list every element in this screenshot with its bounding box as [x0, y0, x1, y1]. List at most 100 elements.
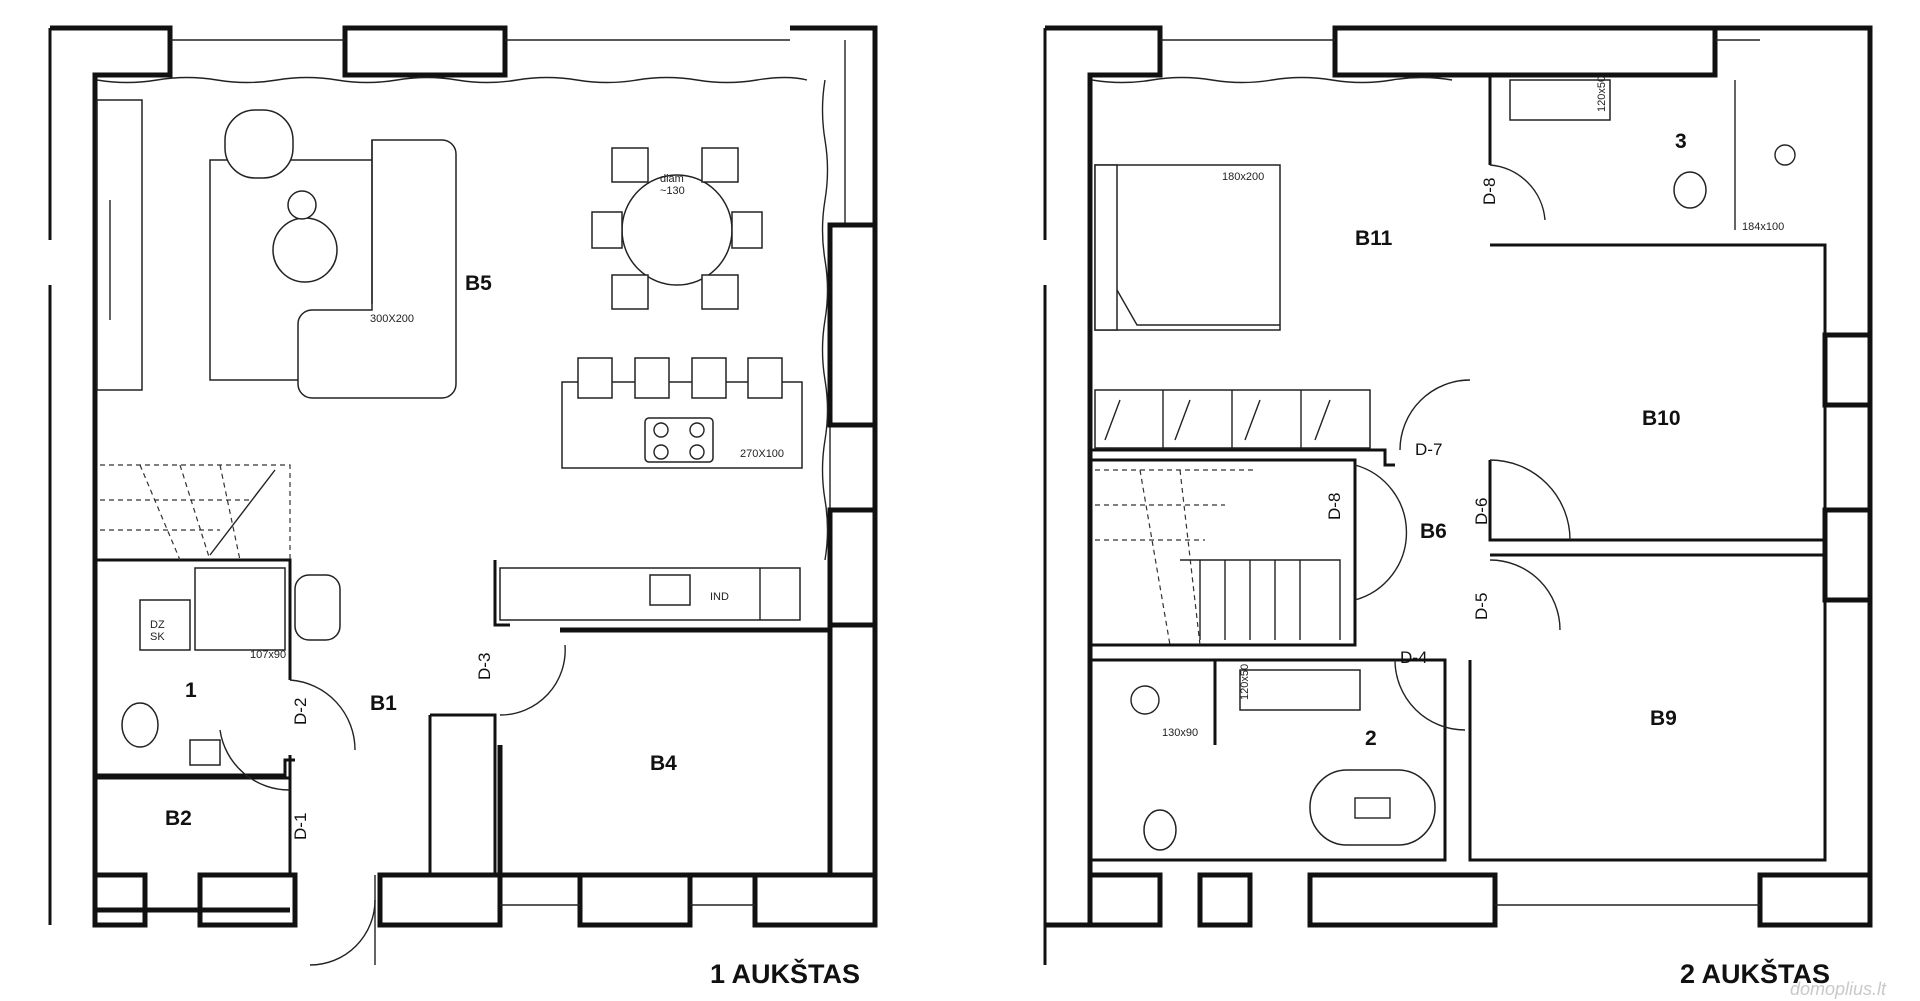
- floor2-door-d7: D-7: [1415, 440, 1442, 459]
- floor2-room-b9: B9: [1650, 707, 1677, 730]
- floor1-room-b1: B1: [370, 692, 397, 715]
- floor1-toilet: [121, 702, 159, 748]
- floor1-chair-5: [611, 274, 649, 310]
- floor1-sink: [189, 739, 221, 766]
- floor1-stair-rail: [209, 469, 276, 556]
- floor2-stairs-lower: [1180, 559, 1341, 640]
- floor2-bottom-pier-d: [1757, 872, 1873, 928]
- floor2-bath2-toilet: [1143, 809, 1177, 851]
- floor1-stool-4: [747, 357, 783, 399]
- floor1-kitchen-wall: [493, 560, 510, 627]
- floor1-shower-size: 107x90: [250, 649, 286, 661]
- floor1-rug-size: 300X200: [370, 313, 414, 325]
- floor1-room-b2: B2: [165, 807, 192, 830]
- floor2-bed-headboard: [1094, 164, 1118, 331]
- floor2-door-d6-swing: [1489, 459, 1571, 541]
- floor2-bathtub-drain: [1354, 797, 1391, 819]
- floor1-room-1: 1: [185, 679, 197, 702]
- floor2-wall-pier-top: [1332, 25, 1718, 78]
- floor2-bottom-pier-c: [1307, 872, 1498, 928]
- floor1-chair-4: [731, 211, 763, 249]
- floor1-table-size: diam~130: [660, 173, 685, 197]
- floor2-bed: [1094, 164, 1281, 331]
- floor2-door-d7-swing: [1399, 379, 1471, 451]
- floor2-wall-pier-right: [1822, 332, 1873, 408]
- floor2-room-b11: B11: [1355, 227, 1393, 250]
- floor1-stairs: [100, 464, 291, 561]
- floor1-wall-pier-right: [827, 222, 878, 428]
- floor1-chair-2: [701, 147, 739, 183]
- floor1-bottom-pier-b: [197, 872, 298, 928]
- floor1-wall-pier-top: [342, 25, 508, 78]
- floor1-stool-1: [577, 357, 613, 399]
- floor2-shower3-size: 184x100: [1742, 221, 1784, 233]
- floor1-top-wall: [50, 25, 290, 913]
- floor1-closet: [428, 713, 497, 877]
- floor1-hall-bench: [294, 574, 341, 641]
- floor2-room-b10: B10: [1642, 407, 1681, 430]
- floor2-bath2-sink: [1239, 669, 1361, 711]
- floor1-hob-ring-1: [653, 422, 669, 438]
- floor2-door-d5-swing: [1489, 559, 1561, 631]
- floor2-sink2-size: 120x50: [1239, 664, 1251, 700]
- floor2-room-b6: B6: [1420, 520, 1447, 543]
- floor1-stool-2: [634, 357, 670, 399]
- floor2-sink3-size: 120x50: [1596, 76, 1608, 112]
- floor2-wall-pier-right-b: [1822, 507, 1873, 603]
- watermark: domoplius.lt: [1790, 979, 1887, 999]
- floor1-b4-wall: [497, 627, 833, 878]
- floor1-door-d2-swing: [289, 679, 356, 751]
- floor1-bottom-pier-e: [752, 872, 878, 928]
- floor1-hob-ring-4: [689, 444, 705, 460]
- floor2-edge-wave: [1091, 76, 1453, 84]
- floor1-shower: [139, 599, 191, 651]
- floor2-bath3-shower: [1774, 144, 1796, 166]
- floor1-chair-6: [701, 274, 739, 310]
- floor1-entry-door-swing: [309, 899, 376, 966]
- floor1-right-wall: [752, 25, 878, 928]
- floor2-left-wall: [1045, 25, 1163, 928]
- floor2-wardrobe-doors: [1104, 390, 1331, 448]
- floor2-door-d8a-swing: [1489, 164, 1546, 221]
- floor1-tv-unit: [96, 99, 143, 391]
- floor2-b9-wall: [1468, 553, 1827, 862]
- floor1-armchair: [224, 109, 294, 179]
- floor1-hob-ring-2: [689, 422, 705, 438]
- floor2-bath2-shower: [1130, 685, 1160, 715]
- floor2-bath3-toilet: [1673, 171, 1707, 209]
- floor1-room-b4: B4: [650, 752, 677, 775]
- floor1-room-b5: B5: [465, 272, 492, 295]
- floor1-kitchen-sink: [649, 574, 691, 606]
- floor1-plan: B5 B4 B1 B2 1 D-1 D-2 D-3 300X200 270X10…: [48, 25, 878, 989]
- floor1-chair-3: [591, 211, 623, 249]
- floor1-hob: [644, 417, 714, 463]
- floor1-hob-label: IND: [710, 591, 729, 603]
- floor1-title: 1 AUKŠTAS: [710, 958, 860, 989]
- floor2-room-2: 2: [1365, 727, 1377, 750]
- floor2-door-d8b-swing: [1354, 464, 1408, 601]
- floor2-bed-fold: [1116, 289, 1280, 326]
- floor1-hob-ring-3: [653, 444, 669, 460]
- floor2-bed-size: 180x200: [1222, 171, 1264, 183]
- floor1-island-size: 270X100: [740, 448, 784, 460]
- floor2-bottom-pier-a: [1087, 872, 1163, 928]
- floor2-bottom-pier-b: [1197, 872, 1253, 928]
- floor1-door-d3-swing: [499, 644, 566, 716]
- floor1-sofa: [297, 139, 457, 399]
- floor2-door-d4-swing: [1394, 659, 1466, 731]
- floor2-bath3-sink: [1509, 79, 1611, 121]
- floor1-stair-wall: [95, 558, 292, 680]
- floor1-bottom-pier-c: [377, 872, 503, 928]
- floor2-bathtub: [1309, 769, 1436, 846]
- floor2-door-d8a: D-8: [1480, 178, 1499, 205]
- floor2-stairs: [1095, 469, 1255, 646]
- floor1-coffee-table-small: [287, 190, 317, 220]
- floor2-bath2-wall: [1090, 658, 1447, 862]
- floor1-stool-3: [691, 357, 727, 399]
- floor1-edge-wave: [96, 76, 808, 84]
- floor1-shower-tray: [194, 567, 286, 651]
- floor1-chair-1: [611, 147, 649, 183]
- floor1-door-d3: D-3: [475, 653, 494, 680]
